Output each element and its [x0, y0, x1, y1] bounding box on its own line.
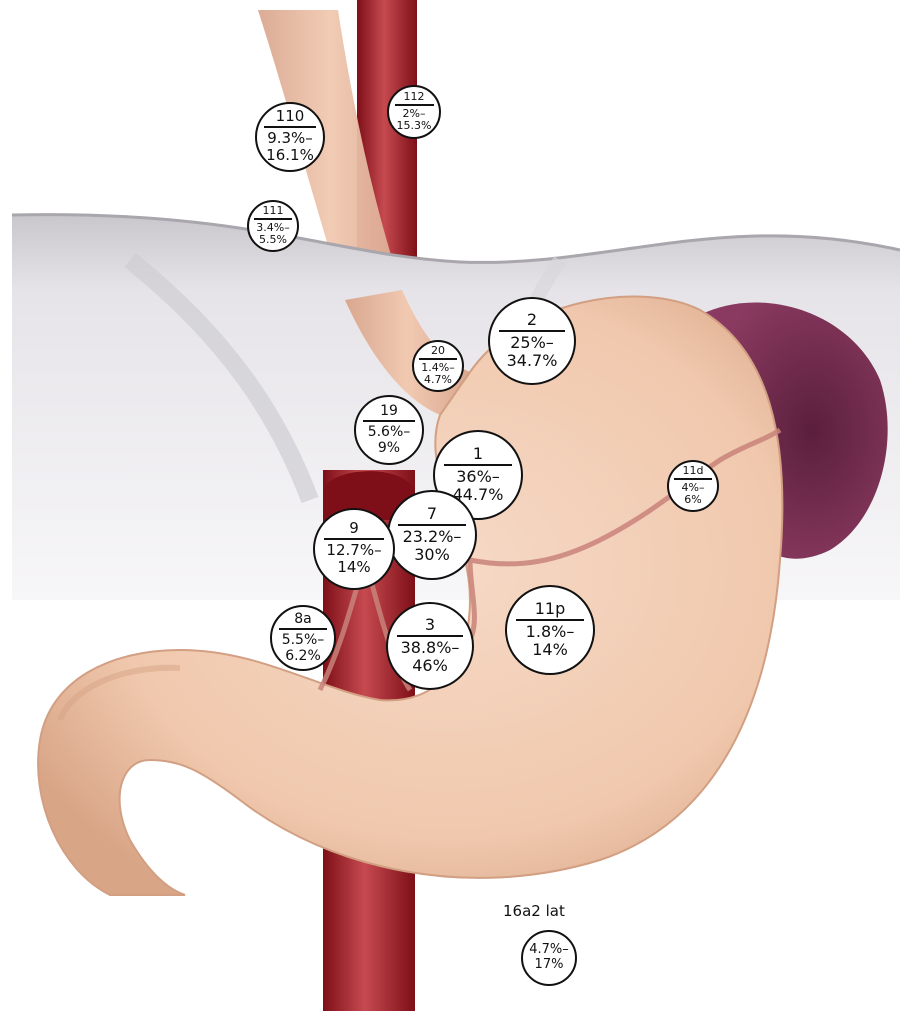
lymph-node-2: 2 25%–34.7% [488, 297, 576, 385]
lymph-node-8a: 8a 5.5%–6.2% [270, 605, 336, 671]
node-station: 19 [363, 404, 414, 422]
node-range: 4.7%–17% [527, 943, 571, 973]
node-station: 11p [516, 601, 583, 621]
node-station: 20 [419, 345, 456, 360]
node-station: 9 [324, 521, 385, 540]
node-range: 3.4%–5.5% [253, 222, 293, 247]
lymph-node-16a2-lat: 4.7%–17% [521, 930, 577, 986]
node-range: 2%–15.3% [394, 108, 434, 133]
node-station: 111 [254, 205, 291, 220]
node-range: 5.6%–9% [362, 424, 416, 456]
lymph-node-11d: 11d 4%–6% [667, 460, 719, 512]
lymph-node-3: 3 38.8%–46% [386, 602, 474, 690]
node-range: 23.2%–30% [401, 528, 463, 565]
lymph-node-19: 19 5.6%–9% [354, 395, 424, 465]
node-station: 11d [674, 465, 711, 480]
node-range: 4%–6% [677, 482, 709, 507]
lymph-node-110: 110 9.3%–16.1% [255, 102, 325, 172]
node-station: 3 [397, 617, 463, 637]
node-station: 2 [499, 312, 565, 332]
lymph-node-111: 111 3.4%–5.5% [247, 200, 299, 252]
node-range: 25%–34.7% [500, 334, 564, 371]
lymph-node-9: 9 12.7%–14% [313, 508, 395, 590]
node-station: 110 [264, 109, 315, 128]
node-station: 8a [279, 612, 327, 630]
node-station: 1 [444, 446, 511, 466]
para-aortic-label: 16a2 lat [503, 902, 565, 920]
node-range: 1.8%–14% [524, 623, 576, 660]
lymph-node-112: 112 2%–15.3% [387, 85, 441, 139]
node-range: 12.7%–14% [323, 542, 385, 577]
lymph-node-20: 20 1.4%–4.7% [412, 340, 464, 392]
node-station: 7 [398, 506, 465, 526]
lymph-node-11p: 11p 1.8%–14% [505, 585, 595, 675]
node-range: 38.8%–46% [398, 639, 462, 676]
node-station: 112 [395, 91, 434, 106]
node-range: 9.3%–16.1% [263, 130, 317, 165]
lymph-node-7: 7 23.2%–30% [387, 490, 477, 580]
node-range: 1.4%–4.7% [418, 362, 458, 387]
node-range: 5.5%–6.2% [278, 632, 328, 664]
